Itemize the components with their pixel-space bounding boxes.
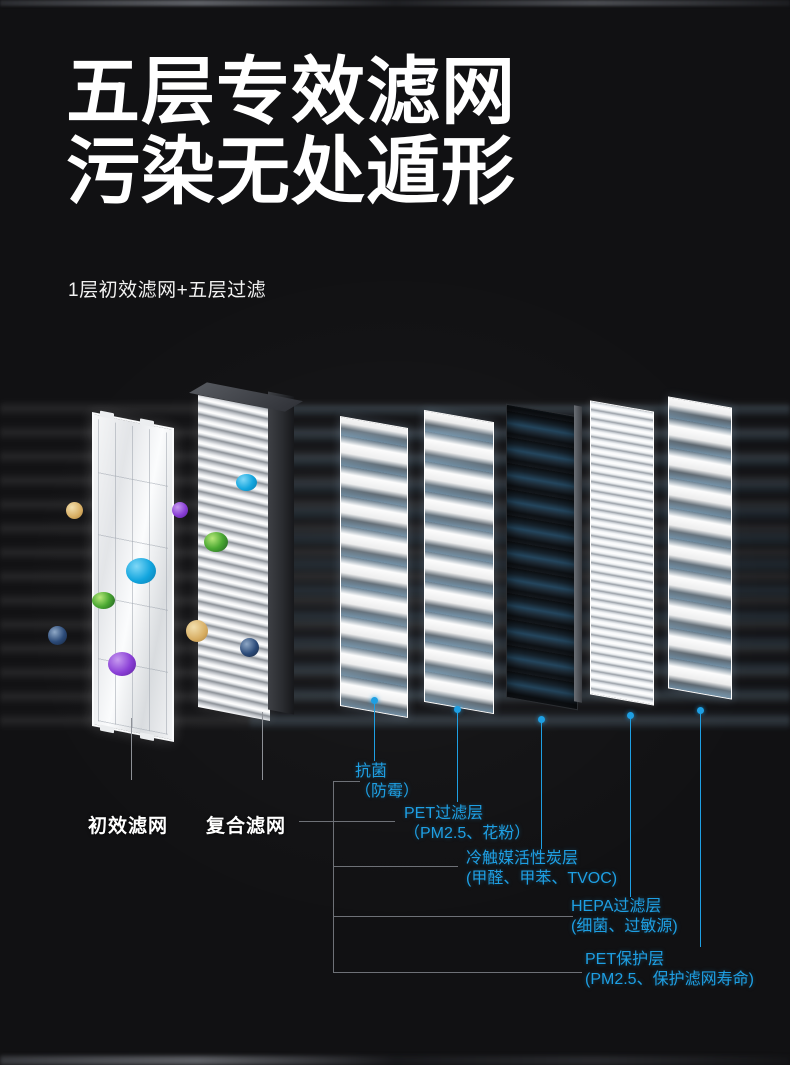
bracket-branch-4 [333,916,573,917]
pre-filter-tab [140,418,154,428]
callout-title: 冷触媒活性炭层 [466,850,579,867]
pre-filter-tab [140,732,154,742]
leader-antibacterial [374,703,376,761]
particle-mold [92,592,115,609]
composite-filter-panel [198,395,270,721]
dot-pet-filter [454,706,461,713]
headline-line-2: 污染无处遁形 [66,130,516,213]
callout-detail: (细菌、过敏源) [571,918,678,935]
dot-pet-protect [697,707,704,714]
layer-hepa-filter [590,400,654,706]
particle-virus [172,502,188,518]
callout-title: 抗菌 [355,763,388,780]
callout-antibacterial: 抗菌 （防霉） [355,762,419,802]
layer-antibacterial [340,416,408,718]
leader-pet-protect [700,713,702,947]
headline-line-1: 五层专效滤网 [66,50,516,133]
leader-hepa [630,718,632,897]
leader-pre-filter [131,718,132,780]
layer-cold-catalyst-carbon [506,403,578,711]
bracket-branch-3 [333,866,458,867]
leader-carbon [541,722,543,849]
label-composite-filter: 复合滤网 [206,816,287,837]
callout-title: PET过滤层 [404,805,484,822]
callout-detail: （PM2.5、花粉） [404,825,531,842]
bottom-light-band [0,1056,790,1065]
layer-pet-protect [668,396,732,700]
filter-illustration [0,380,790,770]
leader-pet-filter [457,712,459,802]
callout-pet-filter: PET过滤层 （PM2.5、花粉） [404,804,530,844]
callout-carbon: 冷触媒活性炭层 (甲醛、甲苯、TVOC) [466,849,617,889]
bracket-branch-1 [333,781,360,782]
label-pre-filter: 初效滤网 [88,816,169,837]
layer-pet-filter [424,409,494,715]
dot-carbon [538,716,545,723]
particle-bacteria [240,638,259,657]
callout-pet-protect: PET保护层 (PM2.5、保护滤网寿命) [585,950,754,990]
particle-dust [126,558,156,584]
callout-title: HEPA过滤层 [571,898,662,915]
callout-detail: (甲醛、甲苯、TVOC) [466,870,618,887]
leader-composite-filter [262,712,263,780]
top-light-band [0,0,790,6]
particle-mold [204,532,228,552]
layer-carbon-edge [574,405,582,703]
dot-antibacterial [371,697,378,704]
composite-filter-side [268,391,294,715]
bracket-spine [333,781,334,972]
particle-pollen [66,502,83,519]
particle-pollen [186,620,208,642]
particle-dust [236,474,257,491]
bracket-branch-2 [333,821,395,822]
callout-detail: （防霉） [355,783,420,800]
page-title: 五层专效滤网 污染无处遁形 [66,52,766,212]
particle-virus [108,652,136,676]
page-subtitle: 1层初效滤网+五层过滤 [68,280,267,301]
callout-title: PET保护层 [585,951,665,968]
pre-filter-tab [100,410,114,420]
dot-hepa [627,712,634,719]
callout-detail: (PM2.5、保护滤网寿命) [585,971,754,988]
pre-filter-tab [100,724,114,734]
particle-bacteria [48,626,67,645]
callout-hepa: HEPA过滤层 (细菌、过敏源) [571,897,678,937]
bracket-branch-5 [333,972,582,973]
bracket-stem [299,821,333,822]
